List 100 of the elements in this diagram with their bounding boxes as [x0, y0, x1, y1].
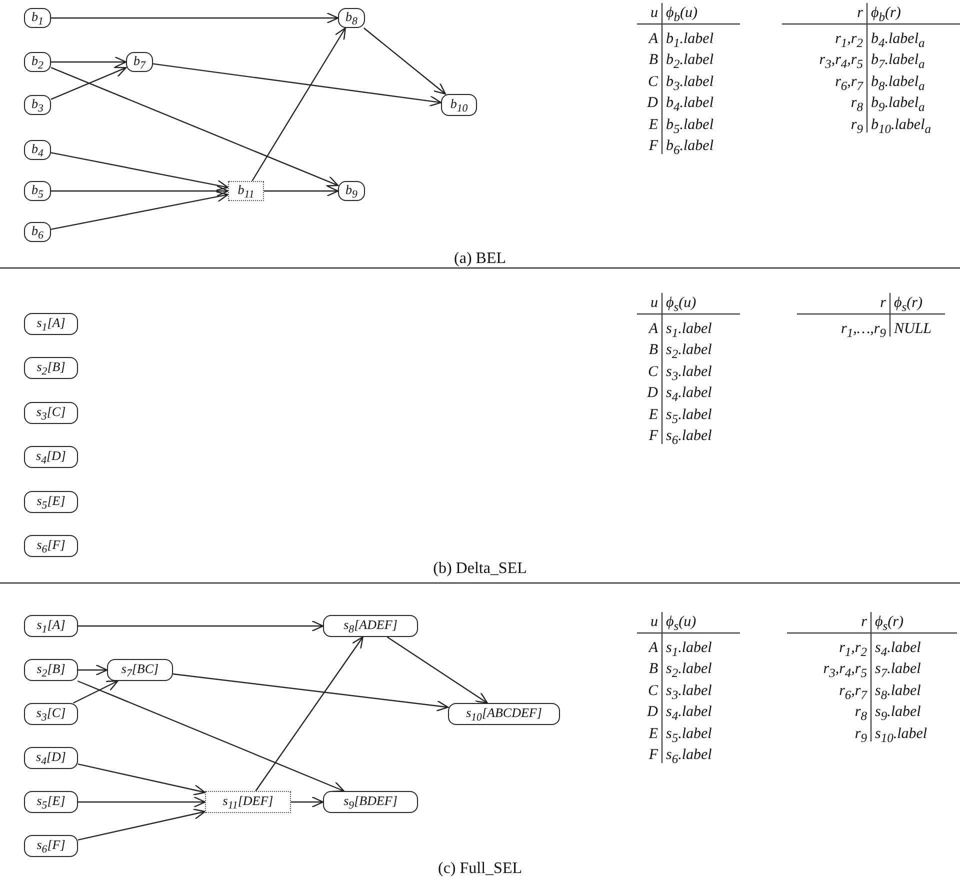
mapping-entry: r$_{3}$,r$_{4}$,r$_{5}$ — [823, 660, 867, 682]
mapping-entry: NULL — [894, 320, 932, 338]
mapping-entry: r$_{1}$,…,r$_{9}$ — [840, 320, 886, 342]
mapping-entry: r$_{8}$ — [854, 703, 867, 726]
mapping-entry: E — [648, 406, 658, 424]
mapping-entry: s$_{1}$.label — [666, 320, 712, 342]
mapping-entry: b$_{4}$.label$_{a}$ — [871, 30, 925, 52]
panel-caption: (b) Delta_SEL — [433, 560, 527, 578]
column-header: u — [650, 294, 658, 312]
rounded-node-box: s$_{10}$[ABCDEF] — [448, 703, 560, 725]
column-header: ϕ$_{s}$(r) — [875, 613, 904, 635]
mapping-entry: b$_{3}$.label — [666, 72, 714, 95]
column-header: ϕ$_{b}$(r) — [871, 4, 901, 26]
mapping-entry: s$_{6}$.label — [666, 427, 712, 450]
arrow — [386, 636, 488, 704]
arrow — [255, 636, 364, 792]
mapping-entry: r$_{1}$,r$_{2}$ — [835, 30, 863, 52]
arrow — [51, 185, 229, 197]
arrow — [78, 796, 206, 808]
arrow — [50, 66, 127, 100]
mapping-entry: s$_{3}$.label — [666, 362, 712, 385]
rounded-node-box: s$_{4}$[D] — [24, 446, 78, 468]
mapping-entry: F — [648, 137, 658, 156]
arrow — [291, 796, 324, 808]
mapping-entry: B — [648, 660, 658, 678]
mapping-entry: C — [648, 72, 658, 91]
rounded-node-box: s$_{6}$[F] — [24, 835, 78, 857]
column-header: r — [880, 294, 886, 312]
rounded-node-box: b$_{5}$ — [24, 181, 51, 201]
rounded-node-box: s$_{3}$[C] — [24, 402, 78, 424]
rounded-node-box: b$_{6}$ — [24, 222, 51, 242]
mapping-entry: s$_{9}$.label — [875, 703, 921, 726]
arrow — [78, 664, 108, 676]
rounded-node-box: b$_{7}$ — [126, 52, 153, 72]
arrow — [72, 680, 118, 704]
rounded-node-box: s$_{2}$[B] — [24, 659, 78, 681]
mapping-entry: s$_{10}$.label — [875, 724, 928, 747]
mapping-entry: b$_{2}$.label — [666, 51, 714, 74]
mapping-entry: r$_{6}$,r$_{7}$ — [835, 72, 863, 95]
mapping-entry: D — [647, 384, 658, 402]
rounded-node-box: b$_{3}$ — [24, 95, 51, 115]
arrow — [363, 28, 446, 95]
mapping-entry: A — [648, 320, 658, 338]
mapping-entry: D — [647, 703, 658, 722]
column-header: u — [650, 613, 658, 631]
dotted-node-box: s$_{11}$[DEF] — [205, 791, 291, 813]
mapping-entry: s$_{6}$.label — [666, 746, 712, 768]
mapping-entry: r$_{8}$ — [850, 94, 863, 116]
mapping-entry: b$_{1}$.label — [666, 30, 714, 52]
mapping-entry: s$_{7}$.label — [875, 660, 921, 682]
mapping-entry: r$_{3}$,r$_{4}$,r$_{5}$ — [819, 51, 863, 74]
rounded-node-box: s$_{5}$[E] — [24, 791, 78, 813]
mapping-entry: A — [648, 638, 658, 657]
rounded-node-box: b$_{8}$ — [338, 8, 365, 28]
dotted-node-box: b$_{11}$ — [228, 181, 264, 201]
rounded-node-box: s$_{2}$[B] — [24, 357, 78, 379]
arrow — [51, 12, 339, 24]
mapping-entry: r$_{9}$ — [850, 116, 863, 138]
mapping-entry: r$_{9}$ — [854, 724, 867, 747]
mapping-entry: s$_{3}$.label — [666, 682, 712, 704]
rounded-node-box: s$_{5}$[E] — [24, 491, 78, 513]
mapping-entry: E — [648, 116, 658, 134]
mapping-entry: F — [648, 427, 658, 446]
column-header: ϕ$_{s}$(u) — [666, 613, 696, 635]
mapping-entry: s$_{4}$.label — [666, 703, 712, 726]
mapping-entry: r$_{1}$,r$_{2}$ — [839, 638, 867, 661]
mapping-entry: C — [648, 362, 658, 381]
mapping-entry: s$_{2}$.label — [666, 660, 712, 682]
arrow — [50, 152, 229, 191]
column-header: r — [861, 613, 867, 631]
column-header: ϕ$_{s}$(u) — [666, 294, 696, 316]
rounded-node-box: s$_{8}$[ADEF] — [323, 615, 418, 637]
mapping-entry: b$_{4}$.label — [666, 94, 714, 116]
rounded-node-box: s$_{7}$[BC] — [107, 659, 173, 681]
column-header: ϕ$_{s}$(r) — [894, 294, 922, 316]
mapping-entry: C — [648, 682, 658, 700]
rounded-node-box: s$_{1}$[A] — [24, 313, 78, 335]
mapping-entry: s$_{8}$.label — [875, 682, 921, 704]
mapping-entry: B — [648, 51, 658, 70]
rounded-node-box: s$_{9}$[BDEF] — [323, 791, 418, 813]
mapping-entry: r$_{6}$,r$_{7}$ — [839, 682, 867, 704]
column-header: u — [650, 4, 658, 22]
mapping-entry: s$_{4}$.label — [666, 384, 712, 406]
mapping-entry: b$_{7}$.label$_{a}$ — [871, 51, 925, 74]
arrow — [78, 620, 324, 632]
rounded-node-box: b$_{10}$ — [441, 94, 477, 116]
rounded-node-box: b$_{9}$ — [338, 181, 365, 201]
rounded-node-box: s$_{1}$[A] — [24, 615, 78, 637]
arrow — [252, 27, 346, 182]
mapping-entry: s$_{4}$.label — [875, 638, 921, 661]
arrow — [77, 680, 344, 792]
arrow — [50, 66, 339, 186]
arrow — [51, 56, 127, 68]
panel-caption: (c) Full_SEL — [438, 860, 522, 878]
arrow — [78, 763, 206, 796]
mapping-entry: s$_{5}$.label — [666, 406, 712, 428]
column-header: r — [857, 4, 863, 22]
arrow — [152, 63, 442, 107]
mapping-entry: F — [648, 746, 658, 764]
mapping-entry: s$_{5}$.label — [666, 724, 712, 747]
